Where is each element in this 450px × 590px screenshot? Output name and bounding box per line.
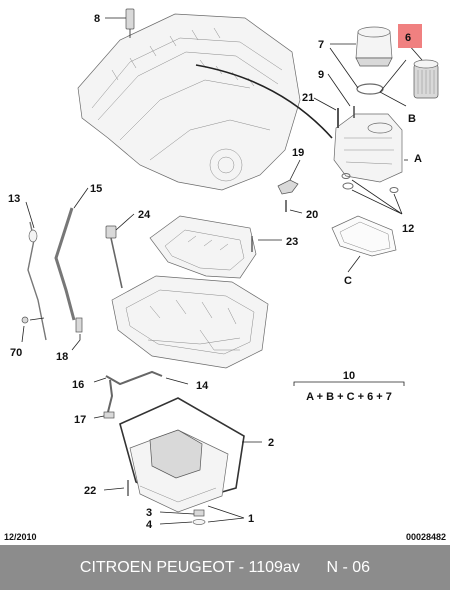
dipstick-assembly: [21, 207, 83, 341]
footer-page: N - 06: [326, 558, 371, 576]
kit-formula: A + B + C + 6 + 7: [306, 391, 392, 403]
callout-19: 19: [292, 147, 304, 159]
callout-9: 9: [318, 69, 324, 81]
callout-A: A: [414, 153, 422, 165]
lower-crankcase: [111, 275, 269, 369]
callout-20: 20: [306, 209, 318, 221]
footer-title: CITROEN PEUGEOT - 1109av: [79, 558, 300, 576]
callout-7: 7: [318, 39, 324, 51]
callout-3: 3: [146, 507, 152, 519]
oil-sump: [119, 397, 245, 525]
callout-15: 15: [90, 183, 102, 195]
callout-18: 18: [56, 351, 68, 363]
callout-B: B: [408, 113, 416, 125]
sensor-part-8: [125, 8, 135, 38]
diagram-date: 12/2010: [4, 532, 37, 542]
kit-number: 10: [343, 370, 355, 382]
callout-13: 13: [8, 193, 20, 205]
footer-bar: CITROEN PEUGEOT - 1109av N - 06: [0, 545, 450, 590]
callout-6: 6: [405, 32, 411, 44]
bracket-part-19: [277, 179, 299, 212]
oil-pipes: [103, 370, 163, 419]
callout-16: 16: [72, 379, 84, 391]
callout-1: 1: [248, 513, 254, 525]
callout-17: 17: [74, 414, 86, 426]
callout-23: 23: [286, 236, 298, 248]
callout-labels: 8 7 6 9 B 21 A 19 12 C 20 24 23 13 15 70…: [8, 13, 422, 531]
exploded-parts-diagram: 8 7 6 9 B 21 A 19 12 C 20 24 23 13 15 70…: [4, 8, 446, 542]
engine-block: [77, 13, 301, 191]
callout-14: 14: [196, 380, 209, 392]
callout-21: 21: [302, 92, 314, 104]
footer-spacer: [300, 559, 327, 577]
kit-composition: 10 A + B + C + 6 + 7: [306, 370, 392, 403]
oil-level-sensor-part-24: [105, 225, 123, 289]
callout-70: 70: [10, 347, 22, 359]
highlight-box-part-6: [398, 24, 422, 48]
callout-24: 24: [138, 209, 151, 221]
oil-filter-housing: [331, 26, 439, 257]
callout-4: 4: [146, 519, 153, 531]
callout-2: 2: [268, 437, 274, 449]
callout-12: 12: [402, 223, 414, 235]
baffle-plate: [149, 215, 257, 279]
callout-22: 22: [84, 485, 96, 497]
callout-C: C: [344, 275, 352, 287]
diagram-doc-number: 00028482: [406, 532, 446, 542]
callout-8: 8: [94, 13, 100, 25]
